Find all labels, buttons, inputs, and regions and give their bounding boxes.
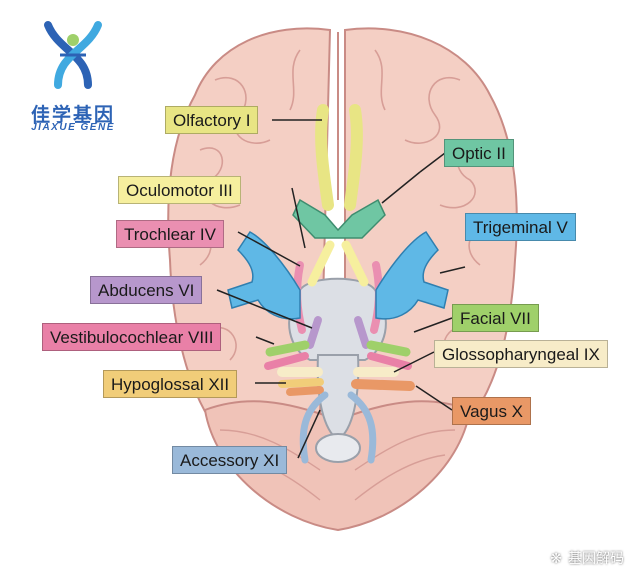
label-facial: Facial VII bbox=[452, 304, 539, 332]
label-optic: Optic II bbox=[444, 139, 514, 167]
vestibulocochlear-nerve-left bbox=[264, 352, 309, 370]
accessory-nerve-left bbox=[299, 391, 329, 464]
label-trochlear: Trochlear IV bbox=[116, 220, 224, 248]
abducens-nerve-right bbox=[354, 316, 370, 349]
logo-icon bbox=[44, 21, 102, 89]
facial-nerve-left bbox=[265, 340, 310, 357]
vagus-nerve-right bbox=[351, 379, 415, 391]
label-vagus: Vagus X bbox=[452, 397, 532, 425]
accessory-nerve-right bbox=[347, 391, 377, 464]
oculomotor-nerve-right bbox=[341, 240, 369, 287]
oculomotor-nerve-left bbox=[307, 240, 335, 287]
cerebellum bbox=[203, 400, 472, 532]
label-hypoglossal: Hypoglossal XII bbox=[103, 370, 238, 398]
trigeminal-nerve-right bbox=[375, 231, 449, 320]
label-abducens: Abducens VI bbox=[90, 276, 203, 304]
watermark: ❋ 基因解码 bbox=[550, 548, 624, 568]
abducens-nerve-left bbox=[306, 316, 322, 349]
logo-english-text: JIAXUE GENE bbox=[31, 122, 115, 133]
label-trigeminal: Trigeminal V bbox=[465, 213, 576, 241]
olfactory-nerve-left bbox=[315, 104, 334, 211]
label-vestibulocochlear: Vestibulocochlear VIII bbox=[42, 323, 222, 351]
label-accessory: Accessory XI bbox=[172, 446, 288, 474]
olfactory-nerve-right bbox=[344, 104, 363, 211]
vestibulocochlear-nerve-right bbox=[367, 352, 412, 370]
label-olfactory: Olfactory I bbox=[165, 106, 259, 134]
logo-chinese-text: 佳学基因 bbox=[30, 104, 115, 126]
label-glossopharyngeal: Glossopharyngeal IX bbox=[434, 340, 608, 368]
optic-chiasm bbox=[292, 198, 386, 239]
hypoglossal-nerve-left bbox=[278, 378, 324, 388]
label-oculomotor: Oculomotor III bbox=[118, 176, 241, 204]
vagus-nerve-left bbox=[286, 386, 324, 396]
watermark-text: 基因解码 bbox=[568, 551, 624, 567]
facial-nerve-right bbox=[366, 340, 411, 357]
leader-lines bbox=[216, 119, 466, 459]
wechat-icon: ❋ bbox=[550, 551, 562, 567]
spinal-cord-section bbox=[315, 433, 361, 463]
